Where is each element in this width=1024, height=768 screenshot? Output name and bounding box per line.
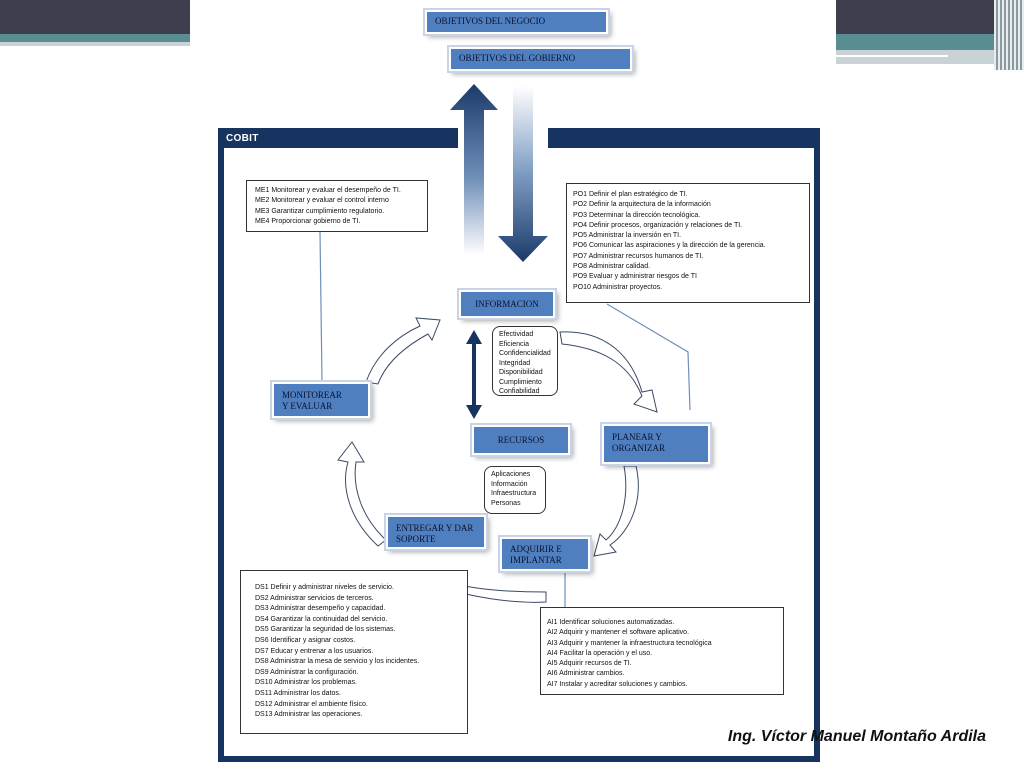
- adquirir-node: ADQUIRIR E IMPLANTAR: [500, 537, 590, 571]
- list-item: AI1 Identificar soluciones automatizadas…: [547, 619, 675, 626]
- entregar-label-line-1: ENTREGAR Y DAR: [396, 523, 474, 533]
- informacion-node: INFORMACION: [459, 290, 555, 318]
- po-connector-line: [606, 303, 691, 411]
- list-item: ME2 Monitorear y evaluar el control inte…: [255, 197, 389, 205]
- list-item: PO3 Determinar la dirección tecnológica.: [573, 211, 701, 219]
- list-item: DS3 Administrar desempeño y capacidad.: [255, 605, 386, 613]
- resources-list: Aplicaciones Información Infraestructura…: [484, 466, 546, 514]
- list-item: DS1 Definir y administrar niveles de ser…: [255, 584, 394, 591]
- list-item: PO5 Administrar la inversión en TI.: [573, 232, 682, 240]
- list-item: Aplicaciones: [491, 471, 531, 478]
- list-item: PO2 Definir la arquitectura de la inform…: [573, 201, 711, 209]
- list-item: ME3 Garantizar cumplimiento regulatorio.: [255, 207, 385, 215]
- recursos-label: RECURSOS: [497, 434, 545, 445]
- cobit-header-bar-left: [218, 128, 458, 148]
- list-item: AI5 Adquirir recursos de TI.: [547, 660, 632, 668]
- list-item: AI6 Administrar cambios.: [547, 670, 625, 678]
- list-item: PO9 Evaluar y administrar riesgos de TI: [573, 273, 697, 281]
- double-arrow-up-head-icon: [466, 330, 482, 344]
- cobit-label: COBIT: [226, 133, 259, 144]
- criteria-list: Efectividad Eficiencia Confidencialidad …: [492, 326, 558, 396]
- list-item: ME1 Monitorear y evaluar el desempeño de…: [255, 187, 401, 194]
- cobit-header-bar-right: [548, 128, 820, 148]
- monitorear-node: MONITOREAR Y EVALUAR: [272, 382, 370, 418]
- top-left-dark-band: [0, 0, 190, 34]
- list-item: ME4 Proporcionar gobierno de TI.: [255, 217, 361, 225]
- po-process-list: PO1 Definir el plan estratégico de TI. P…: [566, 183, 810, 303]
- author-footer: Ing. Víctor Manuel Montaño Ardila: [727, 728, 986, 745]
- informacion-label: INFORMACION: [475, 298, 539, 309]
- list-item: Eficiencia: [499, 340, 529, 348]
- objetivos-gobierno-box: OBJETIVOS DEL GOBIERNO: [449, 47, 632, 71]
- planear-label-line-2: ORGANIZAR: [612, 443, 665, 453]
- objetivos-negocio-box: OBJETIVOS DEL NEGOCIO: [425, 10, 608, 34]
- entregar-node: ENTREGAR Y DAR SOPORTE: [386, 515, 486, 549]
- objetivos-negocio-label: OBJETIVOS DEL NEGOCIO: [435, 16, 546, 26]
- list-item: Cumplimiento: [499, 378, 542, 386]
- list-item: AI3 Adquirir y mantener la infraestructu…: [547, 639, 712, 647]
- list-item: DS4 Garantizar la continuidad del servic…: [255, 615, 388, 623]
- down-arrow-icon: [498, 86, 548, 262]
- top-right-stripes: [994, 0, 1024, 70]
- list-item: AI2 Adquirir y mantener el software apli…: [547, 629, 690, 637]
- ds-process-list: DS1 Definir y administrar niveles de ser…: [240, 570, 468, 734]
- list-item: Personas: [491, 499, 521, 507]
- list-item: DS7 Educar y entrenar a los usuarios.: [255, 647, 374, 655]
- adquirir-label-line-1: ADQUIRIR E: [510, 544, 562, 554]
- top-left-light-band: [0, 42, 190, 46]
- list-item: Confiabilidad: [499, 388, 540, 395]
- double-arrow-down-head-icon: [466, 405, 482, 419]
- me-process-list: ME1 Monitorear y evaluar el desempeño de…: [246, 180, 428, 232]
- top-right-teal-band: [836, 34, 1024, 50]
- list-item: DS6 Identificar y asignar costos.: [255, 636, 356, 644]
- top-right-light-band: [836, 50, 1024, 64]
- entregar-label-line-2: SOPORTE: [396, 534, 436, 544]
- list-item: PO4 Definir procesos, organización y rel…: [573, 221, 743, 229]
- list-item: PO6 Comunicar las aspiraciones y la dire…: [573, 242, 766, 250]
- top-right-dark-band: [836, 0, 1024, 34]
- list-item: PO8 Administrar calidad.: [573, 263, 651, 271]
- list-item: DS10 Administrar los problemas.: [255, 679, 357, 687]
- list-item: PO7 Administrar recursos humanos de TI.: [573, 252, 704, 260]
- list-item: Confidencialidad: [499, 350, 551, 357]
- list-item: Información: [491, 480, 528, 488]
- cycle-arrow-monitorear-to-info-icon: [365, 317, 441, 385]
- top-right-white-line: [836, 55, 948, 57]
- adquirir-label-line-2: IMPLANTAR: [510, 555, 562, 565]
- cycle-arrow-info-to-planear-icon: [559, 331, 658, 413]
- objetivos-gobierno-label: OBJETIVOS DEL GOBIERNO: [459, 53, 576, 63]
- list-item: DS5 Garantizar la seguridad de los siste…: [255, 626, 396, 634]
- cycle-arrow-entregar-to-monitorear-icon: [337, 441, 387, 547]
- list-item: DS9 Administrar la configuración.: [255, 668, 359, 676]
- list-item: DS11 Administrar los datos.: [255, 689, 341, 697]
- list-item: PO1 Definir el plan estratégico de TI.: [573, 191, 688, 198]
- list-item: DS12 Administrar el ambiente físico.: [255, 700, 368, 708]
- list-item: Infraestructura: [491, 490, 537, 497]
- cobit-frame-right: [814, 128, 820, 762]
- cobit-frame-left: [218, 128, 224, 762]
- recursos-node: RECURSOS: [472, 425, 570, 455]
- top-left-teal-band: [0, 34, 190, 42]
- ai-process-list: AI1 Identificar soluciones automatizadas…: [540, 607, 784, 695]
- list-item: Efectividad: [499, 331, 534, 338]
- list-item: PO10 Administrar proyectos.: [573, 283, 663, 291]
- cobit-frame-bottom: [218, 756, 820, 762]
- list-item: DS2 Administrar servicios de terceros.: [255, 594, 374, 602]
- list-item: AI7 Instalar y acreditar soluciones y ca…: [547, 680, 688, 688]
- list-item: Disponibilidad: [499, 369, 543, 376]
- up-arrow-icon: [450, 84, 498, 255]
- monitorear-label-line-2: Y EVALUAR: [282, 401, 333, 411]
- cycle-arrow-planear-to-adquirir-icon: [593, 465, 639, 557]
- me-connector-line: [319, 231, 323, 383]
- list-item: DS13 Administrar las operaciones.: [255, 711, 363, 719]
- list-item: AI4 Facilitar la operación y el uso.: [547, 649, 653, 657]
- monitorear-label-line-1: MONITOREAR: [282, 390, 342, 400]
- planear-label-line-1: PLANEAR Y: [612, 432, 662, 442]
- list-item: DS8 Administrar la mesa de servicio y lo…: [255, 658, 420, 666]
- planear-node: PLANEAR Y ORGANIZAR: [602, 424, 710, 464]
- list-item: Integridad: [499, 359, 531, 367]
